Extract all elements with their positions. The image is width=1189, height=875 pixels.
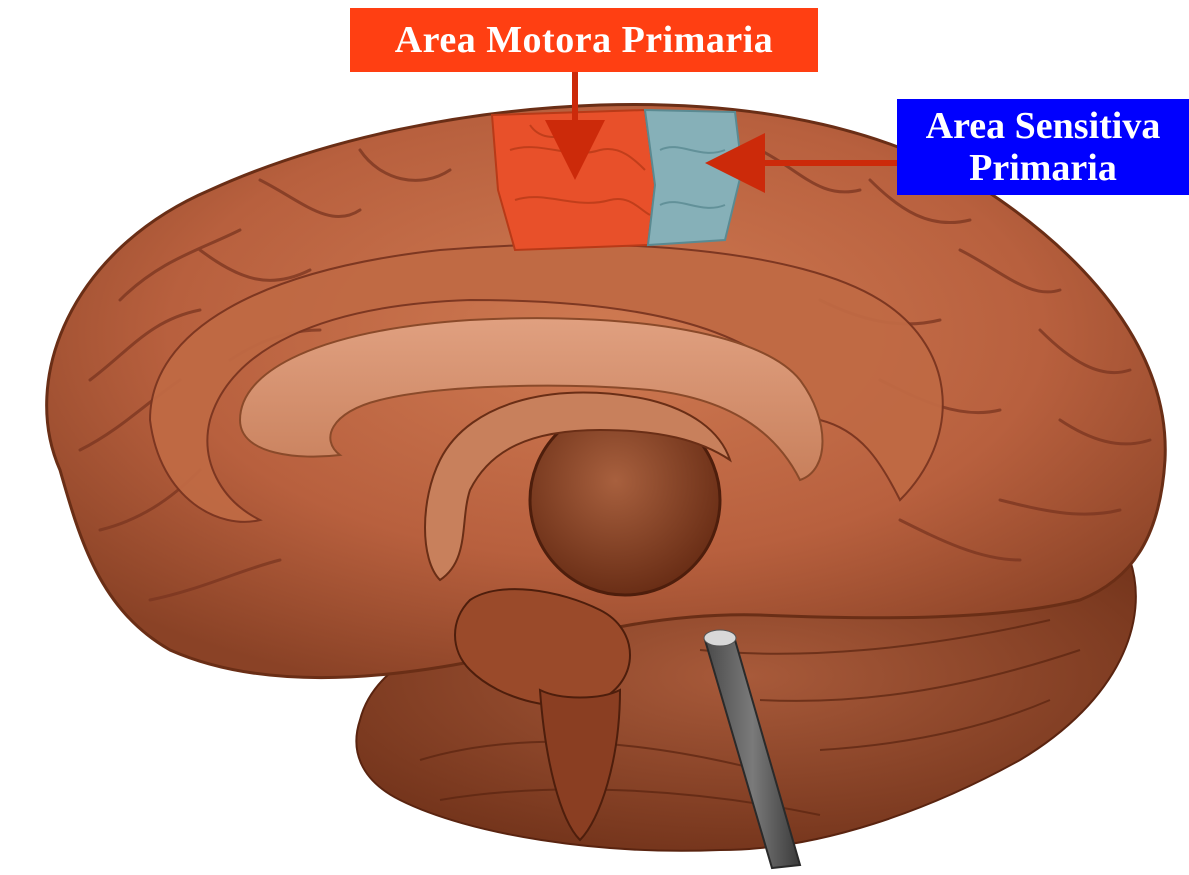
motor-area-label: Area Motora Primaria <box>350 8 818 72</box>
sensory-area-label: Area Sensitiva Primaria <box>897 99 1189 195</box>
sensory-label-line2: Primaria <box>897 147 1189 189</box>
sensory-area-region <box>645 110 742 245</box>
sensory-label-line1: Area Sensitiva <box>897 105 1189 147</box>
stalk-top <box>704 630 736 646</box>
